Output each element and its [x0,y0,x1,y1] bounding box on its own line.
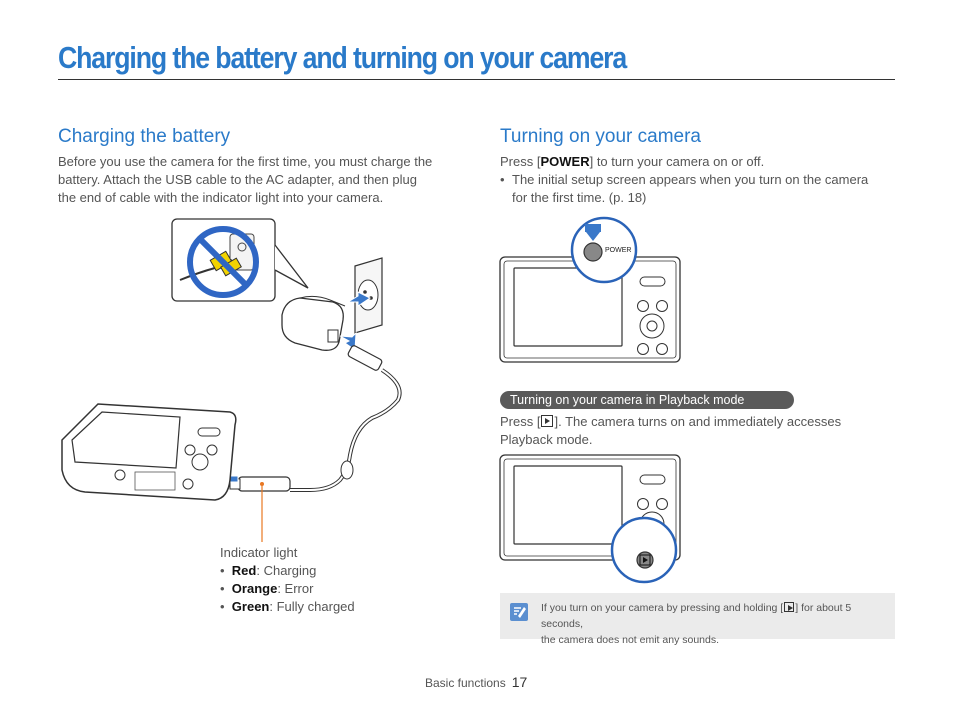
power-instruction: Press [POWER] to turn your camera on or … [500,153,764,171]
charging-body-line: battery. Attach the USB cable to the AC … [58,172,417,187]
note-icon [510,603,528,621]
camera-angled [61,403,237,501]
charging-body-line: the end of cable with the indicator ligh… [58,190,384,205]
playback-suffix: ]. The camera turns on and immediately a… [554,414,842,429]
page-title: Charging the battery and turning on your… [58,40,627,75]
indicator-state: : Error [277,581,314,596]
playback-instruction: Press [ ]. The camera turns on and immedi… [500,413,895,449]
indicator-item-green: • Green: Fully charged [220,598,355,616]
playback-prefix: Press [ [500,414,541,429]
bullet: • [220,563,225,578]
charging-heading: Charging the battery [58,126,231,147]
note-line: the camera does not emit any sounds. [541,634,720,646]
indicator-color: Orange [231,581,278,596]
indicator-item-orange: • Orange: Error [220,580,313,598]
bullet: • [500,172,505,187]
usb-cable [229,345,402,492]
note-text: If you turn on your camera by pressing a… [541,600,889,648]
indicator-state: : Fully charged [269,599,355,614]
page-number: 17 [511,674,528,690]
turning-on-heading: Turning on your camera [500,126,702,147]
setup-bullet-line: The initial setup screen appears when yo… [512,172,869,187]
playback-button-icon [784,602,795,612]
setup-bullet-line: for the first time. (p. 18) [512,190,647,205]
power-button-label: POWER [605,247,632,254]
power-instruction-suffix: ] to turn your camera on or off. [589,154,765,169]
title-divider [58,79,895,80]
note-line: If you turn on your camera by pressing a… [541,600,889,632]
power-instruction-prefix: Press [ [500,154,541,169]
page-footer: Basic functions 17 [425,674,527,690]
playback-button-icon [541,415,554,427]
indicator-state: : Charging [256,563,317,578]
playback-line: Press [ ]. The camera turns on and immedi… [500,413,895,431]
footer-section: Basic functions [425,676,506,690]
note-prefix: If you turn on your camera by pressing a… [541,602,784,614]
charging-body-line: Before you use the camera for the first … [58,154,433,169]
indicator-color: Green [231,599,270,614]
playback-mode-title: Turning on your camera in Playback mode [500,391,794,409]
indicator-title: Indicator light [220,545,298,560]
ac-adapter [281,295,346,351]
bullet: • [220,581,225,596]
charging-body: Before you use the camera for the first … [58,153,458,207]
setup-bullet-text: The initial setup screen appears when yo… [512,171,902,207]
indicator-item-red: • Red: Charging [220,562,316,580]
bullet: • [220,599,225,614]
note-suffix: ] for about 5 seconds, [541,602,852,630]
setup-bullet: • [500,171,505,189]
no-av-cable-inset [171,218,309,302]
power-key-label: POWER [540,154,590,169]
note-box: If you turn on your camera by pressing a… [500,593,895,646]
playback-line: Playback mode. [500,432,593,447]
indicator-color: Red [231,563,257,578]
